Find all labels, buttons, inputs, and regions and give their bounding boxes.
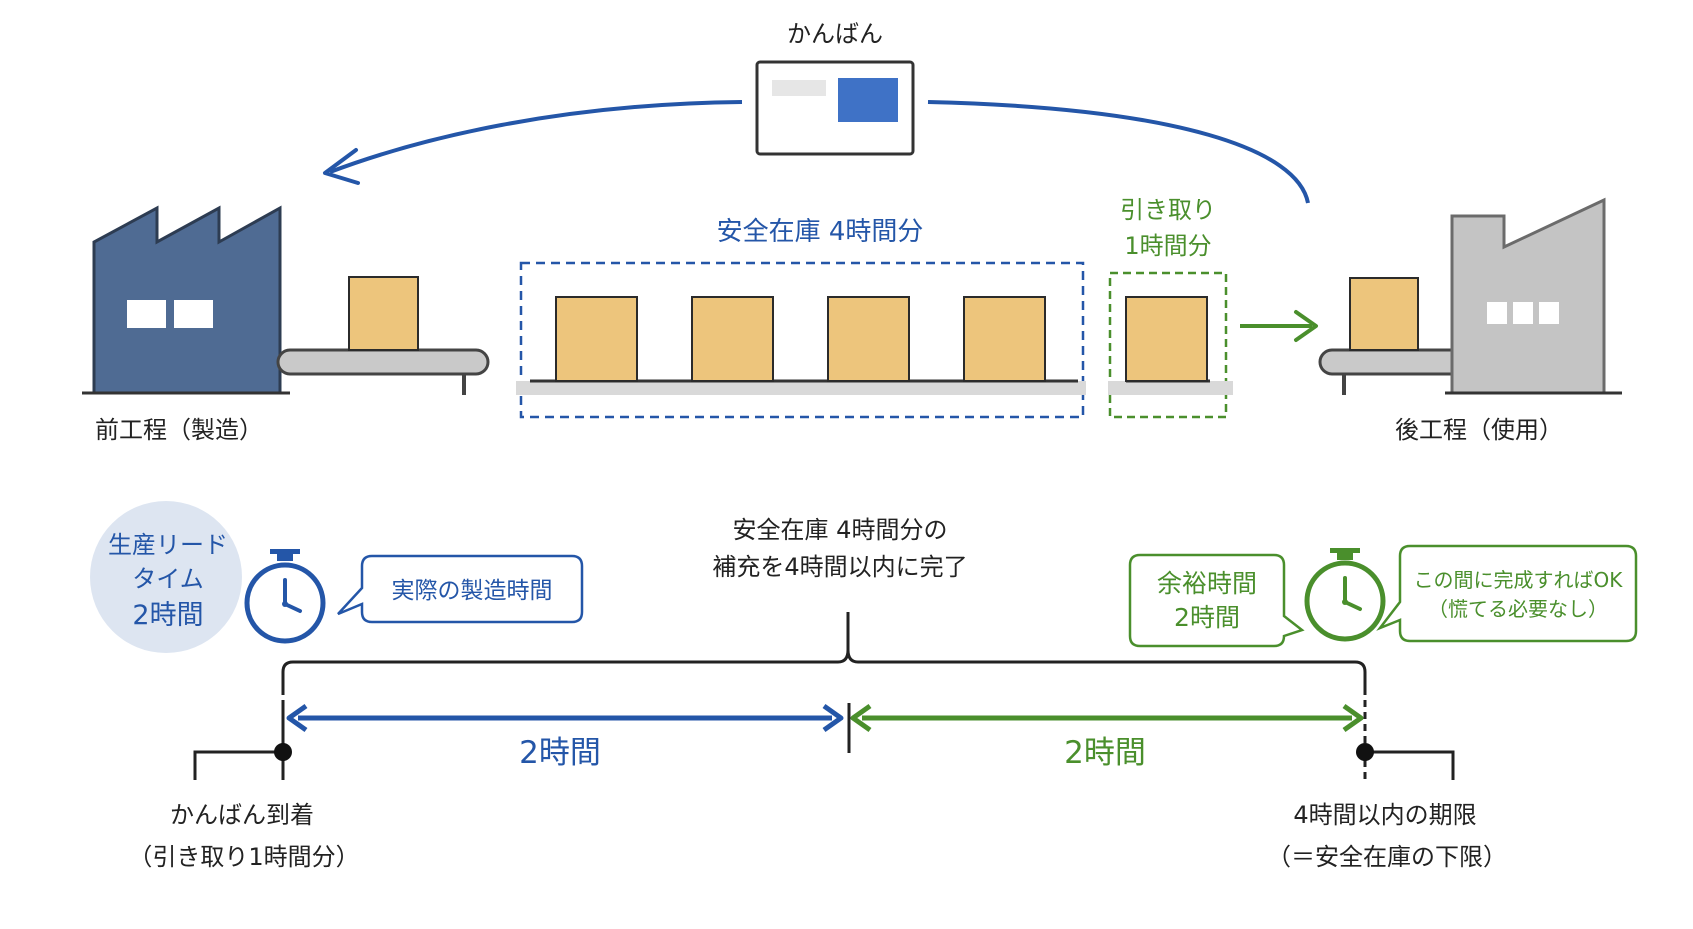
lead-time-circle bbox=[90, 501, 242, 653]
upstream-label: 前工程（製造） bbox=[95, 416, 263, 444]
downstream-box bbox=[1349, 277, 1419, 351]
safety-stock-conveyor bbox=[516, 381, 1086, 395]
ok-bubble bbox=[1376, 544, 1638, 643]
pickup-conveyor bbox=[1108, 381, 1233, 395]
segment1-label: 2時間 bbox=[519, 735, 601, 771]
safety-stock-box bbox=[827, 296, 910, 382]
safety-stock-boxes bbox=[555, 296, 1046, 382]
end-marker-line bbox=[1365, 750, 1455, 780]
actual-time-bubble-label: 実際の製造時間 bbox=[392, 578, 553, 604]
pickup-label-line2: 1時間分 bbox=[1124, 232, 1211, 260]
lead-time-line3: 2時間 bbox=[132, 600, 203, 631]
start-marker-line bbox=[193, 750, 283, 780]
safety-stock-box bbox=[691, 296, 774, 382]
safety-stock-frame bbox=[519, 261, 1085, 419]
pickup-frame bbox=[1108, 271, 1228, 419]
stopwatch-icon bbox=[244, 549, 326, 644]
segment2-label: 2時間 bbox=[1064, 735, 1146, 771]
downstream-factory-icon bbox=[1450, 197, 1606, 395]
segment1-arrow bbox=[286, 703, 844, 733]
downstream-conveyor bbox=[1318, 348, 1472, 395]
start-label-line2: （引き取り1時間分） bbox=[128, 843, 359, 871]
kanban-card-icon bbox=[755, 60, 915, 156]
pickup-box bbox=[1125, 296, 1208, 382]
safety-stock-label: 安全在庫 4時間分 bbox=[717, 217, 924, 247]
to-downstream-arrow bbox=[1240, 310, 1318, 342]
upstream-factory-icon bbox=[92, 205, 282, 395]
start-marker-dot bbox=[274, 743, 292, 761]
margin-time-bubble bbox=[1128, 553, 1305, 648]
total-span-brace bbox=[281, 612, 1367, 695]
margin-time-line2: 2時間 bbox=[1174, 603, 1240, 632]
end-label-line1: 4時間以内の期限 bbox=[1293, 801, 1476, 829]
green-stopwatch-icon bbox=[1304, 548, 1386, 642]
margin-time-line1: 余裕時間 bbox=[1157, 569, 1257, 598]
safety-stock-box bbox=[963, 296, 1046, 382]
downstream-label: 後工程（使用） bbox=[1395, 416, 1563, 444]
replenish-note-line1: 安全在庫 4時間分の bbox=[733, 516, 948, 544]
segment2-arrow bbox=[850, 703, 1364, 733]
upstream-conveyor bbox=[276, 348, 490, 395]
lead-time-line1: 生産リード bbox=[108, 531, 228, 559]
end-label-line2: （＝安全在庫の下限） bbox=[1267, 843, 1507, 871]
pickup-boxes bbox=[1125, 296, 1208, 382]
kanban-label: かんばん bbox=[787, 20, 883, 48]
kanban-return-arrow bbox=[329, 100, 1310, 204]
upstream-box bbox=[348, 276, 419, 351]
replenish-note-line2: 補充を4時間以内に完了 bbox=[712, 553, 967, 581]
actual-time-bubble bbox=[337, 554, 584, 624]
start-label-line1: かんばん到着 bbox=[170, 801, 314, 829]
pickup-label-line1: 引き取り bbox=[1120, 196, 1216, 224]
end-marker-dot bbox=[1356, 743, 1374, 761]
ok-bubble-line1: この間に完成すればOK bbox=[1414, 568, 1624, 592]
kanban-return-arrowhead bbox=[323, 148, 360, 185]
lead-time-line2: タイム bbox=[132, 565, 204, 593]
safety-stock-box bbox=[555, 296, 638, 382]
ok-bubble-line2: （慌てる必要なし） bbox=[1428, 597, 1608, 621]
